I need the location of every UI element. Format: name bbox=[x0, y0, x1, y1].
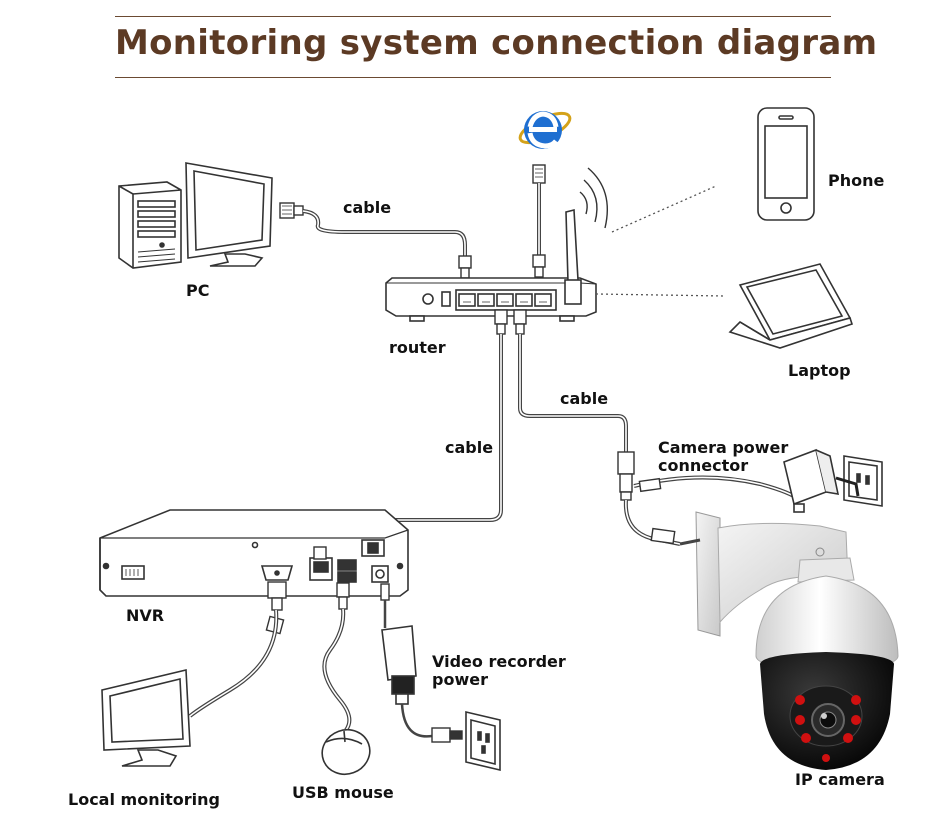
cable-pc-router bbox=[302, 209, 467, 256]
label-pc: PC bbox=[186, 281, 210, 300]
camera-power-adapter bbox=[783, 448, 840, 513]
wall-outlet-nvr bbox=[465, 710, 501, 772]
internet-explorer-icon bbox=[518, 111, 572, 149]
label-video-recorder-power-1: Video recorder bbox=[432, 652, 566, 671]
power-adapter bbox=[381, 625, 417, 705]
label-ip-camera: IP camera bbox=[795, 770, 885, 789]
laptop-device bbox=[728, 263, 854, 349]
wireless-link-laptop bbox=[595, 293, 725, 297]
cable-adapter-outlet bbox=[400, 703, 433, 738]
label-video-recorder-power-2: power bbox=[432, 670, 488, 689]
wall-outlet-camera bbox=[835, 455, 883, 507]
cable-usb bbox=[322, 608, 352, 732]
pc-ethernet-plug bbox=[279, 202, 304, 219]
page-title: Monitoring system connection diagram bbox=[115, 23, 878, 63]
label-nvr: NVR bbox=[126, 606, 165, 625]
router-device bbox=[385, 277, 597, 322]
label-local-monitoring: Local monitoring bbox=[68, 790, 220, 809]
label-phone: Phone bbox=[828, 171, 885, 190]
label-cable-camera: cable bbox=[560, 389, 609, 408]
router-antenna bbox=[564, 208, 582, 305]
wan-plug bbox=[532, 164, 546, 184]
pc-monitor bbox=[185, 162, 273, 267]
usb-plug bbox=[336, 582, 350, 610]
label-camera-power-connector-2: connector bbox=[658, 456, 749, 475]
label-cable-nvr: cable bbox=[445, 438, 494, 457]
camera-rj45-coupler bbox=[617, 451, 635, 501]
wireless-link-phone bbox=[611, 185, 717, 233]
label-laptop: Laptop bbox=[788, 361, 851, 380]
pc-tower bbox=[118, 181, 182, 269]
label-router: router bbox=[389, 338, 446, 357]
cable-vga bbox=[188, 609, 279, 718]
power-plug bbox=[431, 727, 463, 743]
label-usb-mouse: USB mouse bbox=[292, 783, 394, 802]
title-bar: Monitoring system connection diagram bbox=[115, 16, 878, 78]
ip-camera bbox=[679, 511, 899, 770]
label-camera-power-connector-1: Camera power bbox=[658, 438, 789, 457]
label-cable-pc: cable bbox=[343, 198, 392, 217]
local-monitor bbox=[101, 668, 191, 767]
router-plug-pc bbox=[458, 255, 472, 279]
nvr-device bbox=[99, 509, 409, 597]
wifi-signal-icon bbox=[579, 167, 608, 229]
usb-mouse bbox=[321, 728, 371, 776]
phone-device bbox=[757, 107, 815, 221]
